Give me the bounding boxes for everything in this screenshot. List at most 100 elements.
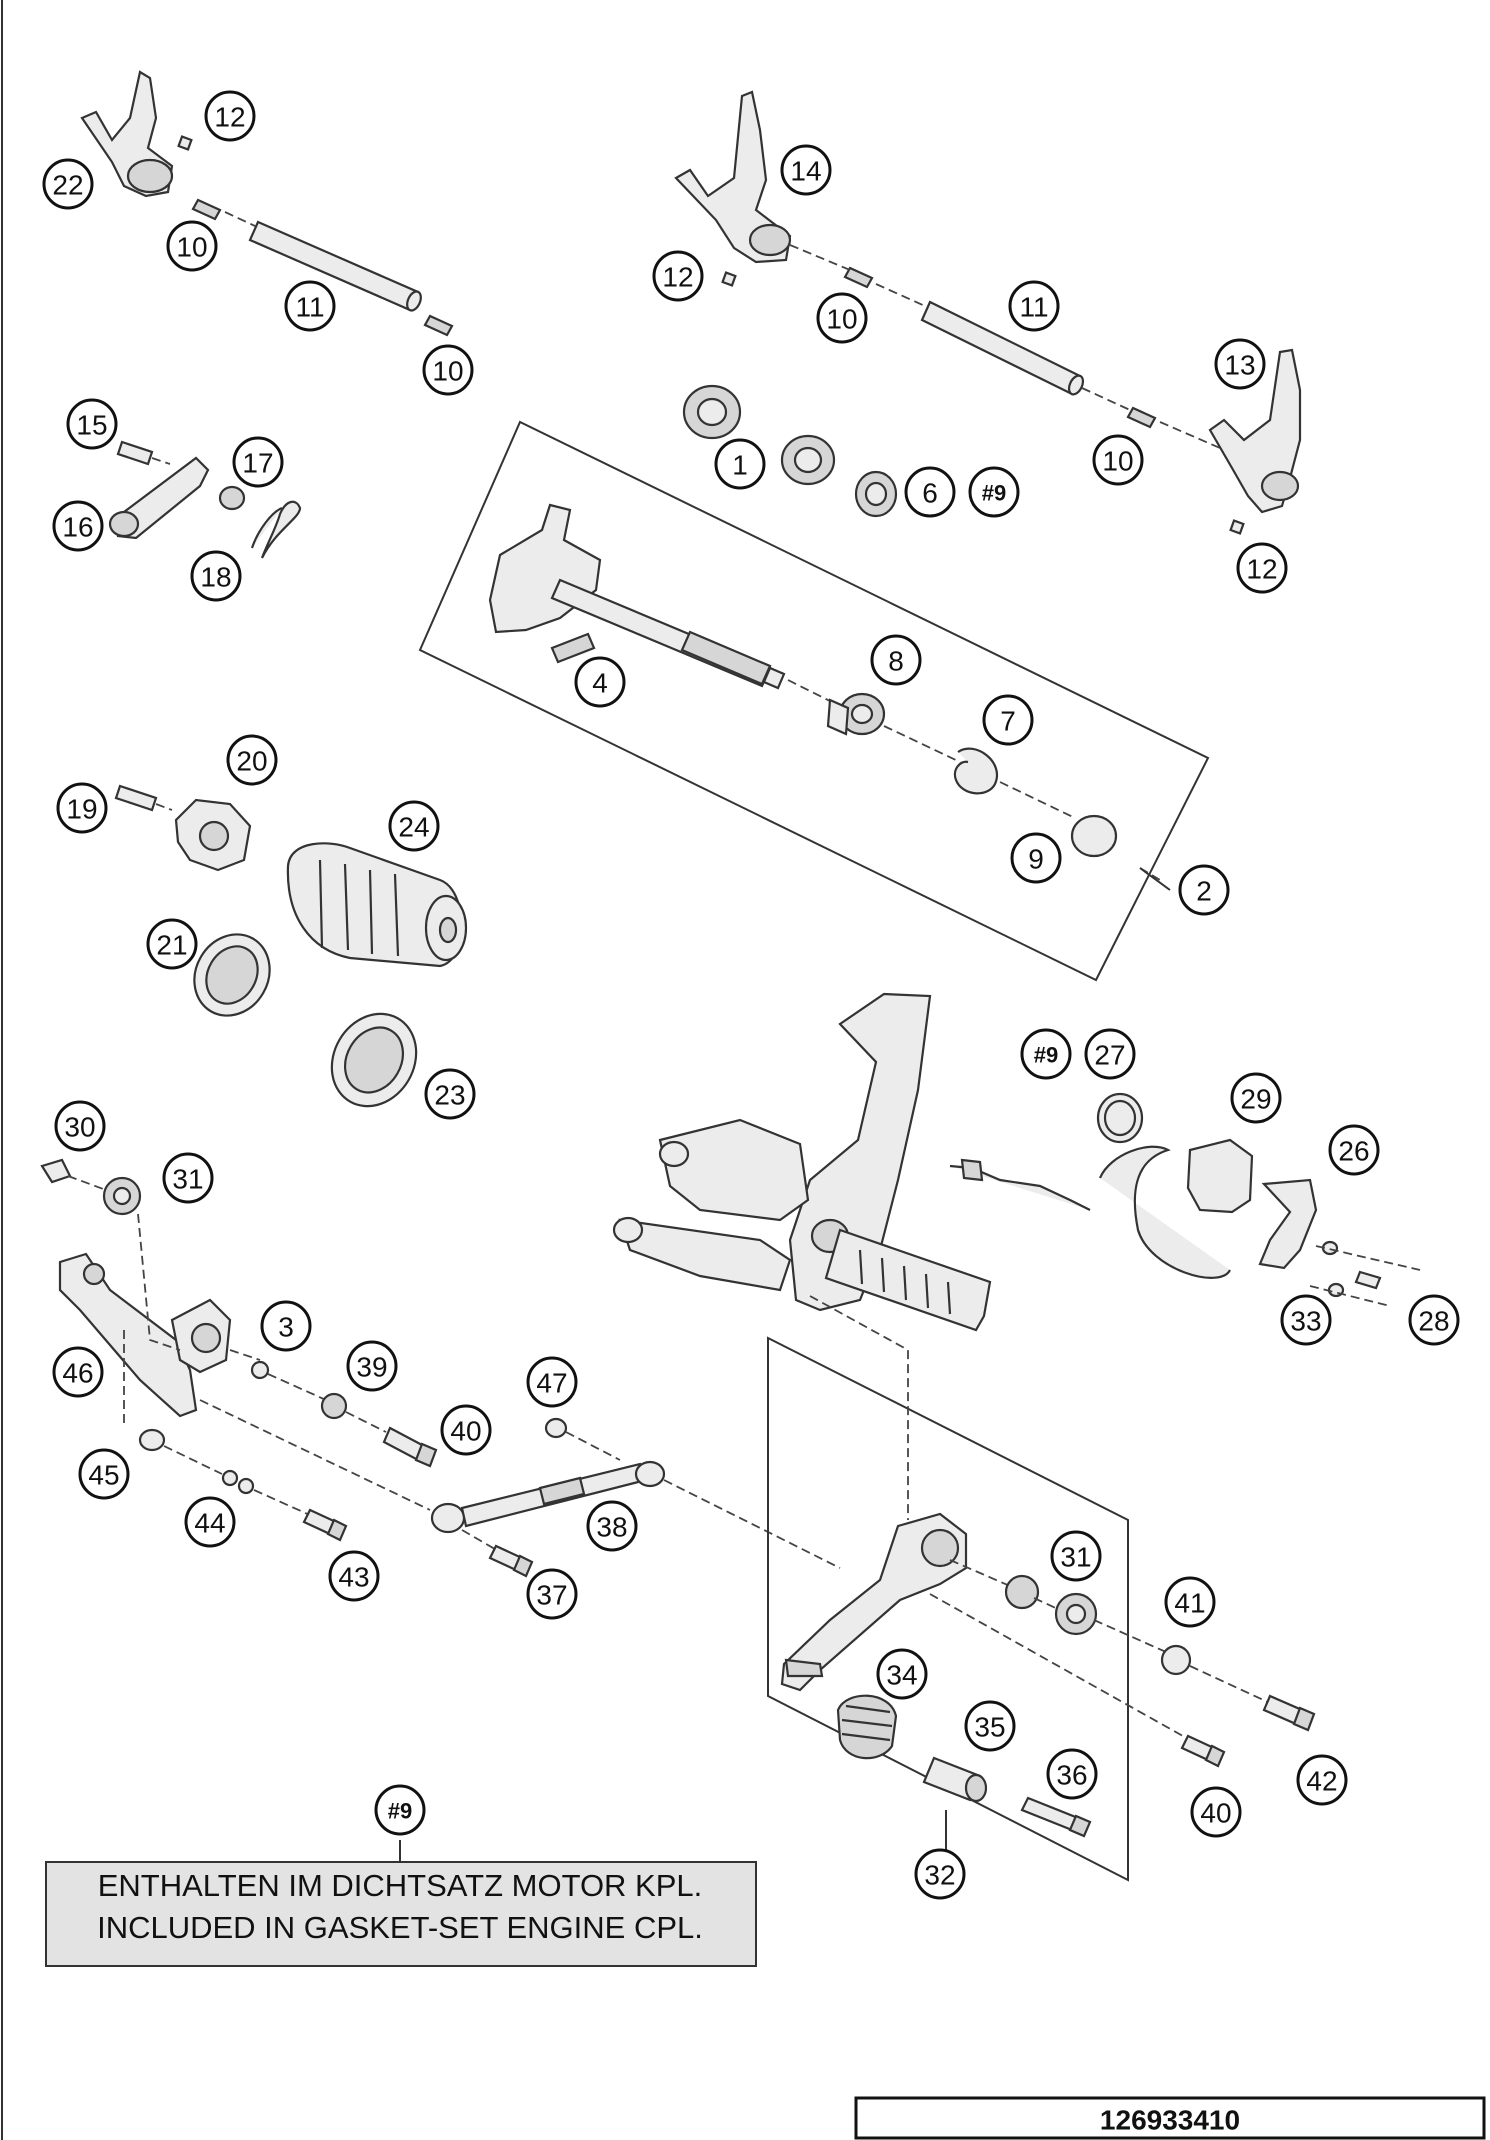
callout-2: 2 <box>1178 864 1230 916</box>
callout-label: 17 <box>242 448 273 479</box>
callout-41: 41 <box>1164 1576 1216 1628</box>
shift-drum-24 <box>286 842 468 968</box>
document-number: 126933410 <box>1100 2105 1240 2136</box>
footrest-bracket <box>612 992 932 1312</box>
callout-27: 27 <box>1084 1028 1136 1080</box>
callout-7: 7 <box>982 694 1034 746</box>
shift-pedal <box>780 1512 968 1692</box>
callout-label: 41 <box>1174 1588 1205 1619</box>
screw-15 <box>116 440 154 466</box>
callout-label: 10 <box>1102 446 1133 477</box>
bearing-1-a <box>682 384 742 440</box>
callout-40: 40 <box>440 1404 492 1456</box>
callout-label: 40 <box>1200 1798 1231 1829</box>
shift-rod-11-right <box>920 300 1085 396</box>
callout-label: 14 <box>790 156 821 187</box>
callout-hash9: #9 <box>1020 1028 1072 1080</box>
shift-lever-46 <box>58 1252 232 1418</box>
selector-shaft <box>488 503 786 690</box>
washer-45 <box>138 1428 166 1452</box>
callout-label: #9 <box>982 481 1006 506</box>
callout-label: 24 <box>398 812 429 843</box>
callout-28: 28 <box>1408 1294 1460 1346</box>
callout-label: 32 <box>924 1860 955 1891</box>
callout-16: 16 <box>52 500 104 552</box>
callout-19: 19 <box>56 782 108 834</box>
callout-20: 20 <box>226 734 278 786</box>
spring-10-right-b <box>1126 406 1157 429</box>
callout-label: 26 <box>1338 1136 1369 1167</box>
shift-fork-14 <box>674 90 792 287</box>
callout-38: 38 <box>586 1500 638 1552</box>
bearing-23 <box>330 1012 418 1108</box>
spring-4 <box>550 632 596 664</box>
callout-24: 24 <box>388 800 440 852</box>
bearing-pedal <box>1054 1592 1098 1636</box>
bush-31-top <box>102 1176 142 1216</box>
callout-label: 4 <box>592 668 608 699</box>
washer-41 <box>1160 1644 1192 1676</box>
star-segment-20 <box>174 798 252 872</box>
callout-label: 45 <box>88 1460 119 1491</box>
cover-26 <box>1258 1178 1318 1270</box>
callout-36: 36 <box>1046 1748 1098 1800</box>
screw-19 <box>114 784 158 812</box>
callout-10: 10 <box>1092 434 1144 486</box>
washer-47 <box>544 1417 568 1439</box>
callout-label: 22 <box>52 170 83 201</box>
callout-label: 13 <box>1224 350 1255 381</box>
callout-label: 9 <box>1028 844 1044 875</box>
callout-label: #9 <box>1034 1043 1058 1068</box>
shift-rod-11-top-left <box>248 220 422 312</box>
callout-8: 8 <box>870 634 922 686</box>
callout-29: 29 <box>1230 1072 1282 1124</box>
nut-44 <box>221 1469 255 1495</box>
washer-3 <box>250 1360 270 1380</box>
callout-label: 43 <box>338 1562 369 1593</box>
callout-label: 7 <box>1000 706 1016 737</box>
callout-6: 6 <box>904 466 956 518</box>
callout-47: 47 <box>526 1356 578 1408</box>
callout-22: 22 <box>42 158 94 210</box>
callout-label: 12 <box>662 262 693 293</box>
callout-10: 10 <box>422 344 474 396</box>
gasket-note-line2: INCLUDED IN GASKET-SET ENGINE CPL. <box>97 1910 703 1945</box>
gasket-note-line1: ENTHALTEN IM DICHTSATZ MOTOR KPL. <box>98 1868 703 1903</box>
callout-45: 45 <box>78 1448 130 1500</box>
callout-label: 10 <box>176 232 207 263</box>
callout-label: 46 <box>62 1358 93 1389</box>
callout-label: 2 <box>1196 876 1212 907</box>
bush-17 <box>218 485 246 511</box>
shift-fork-13 <box>1208 348 1302 535</box>
callout-23: 23 <box>424 1068 476 1120</box>
screw-28 <box>1354 1270 1382 1290</box>
callout-label: 12 <box>1246 554 1277 585</box>
callout-43: 43 <box>328 1550 380 1602</box>
callout-32: 32 <box>914 1848 966 1900</box>
spring-10-right-a <box>843 266 874 289</box>
callout-31: 31 <box>162 1152 214 1204</box>
callout-label: 8 <box>888 646 904 677</box>
callout-label: 6 <box>922 478 938 509</box>
shaft-assembly-2-frame <box>418 420 1210 982</box>
callout-21: 21 <box>146 918 198 970</box>
callout-10: 10 <box>816 292 868 344</box>
callout-hash9: #9 <box>968 466 1020 518</box>
shift-fork-top-left <box>80 70 193 198</box>
callout-label: 10 <box>826 304 857 335</box>
gasket-set-note: ENTHALTEN IM DICHTSATZ MOTOR KPL. INCLUD… <box>45 1861 757 1967</box>
callout-37: 37 <box>526 1568 578 1620</box>
callout-label: 21 <box>156 930 187 961</box>
callout-1: 1 <box>714 438 766 490</box>
spring-10-top-left-a <box>191 198 222 221</box>
callout-12: 12 <box>652 250 704 302</box>
footpeg <box>824 1228 992 1332</box>
callout-label: 11 <box>1019 292 1048 323</box>
callout-11: 11 <box>1008 280 1060 332</box>
spring-18 <box>250 500 302 559</box>
seal-ring-6 <box>854 470 898 518</box>
callout-label: 36 <box>1056 1760 1087 1791</box>
callout-label: 44 <box>194 1508 225 1539</box>
callout-label: 10 <box>432 356 463 387</box>
